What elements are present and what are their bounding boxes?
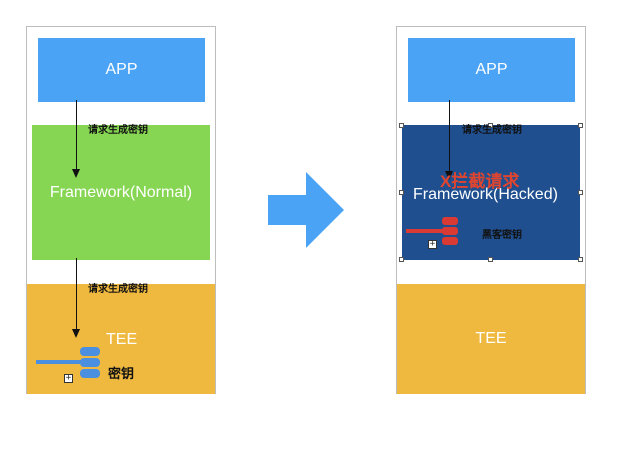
left-app-block: APP (38, 38, 205, 102)
right-app-block: APP (408, 38, 575, 102)
left-request-label-bottom: 请求生成密钥 (88, 284, 148, 295)
arrow-right-icon (268, 172, 344, 248)
right-tee-block: TEE (397, 284, 585, 394)
right-arrow-app-to-framework (449, 100, 450, 172)
intercept-label: X拦截请求 (440, 172, 520, 191)
selection-handle (399, 123, 404, 128)
selection-handle (578, 257, 583, 262)
left-arrowhead-2 (72, 329, 80, 338)
left-arrowhead-1 (72, 169, 80, 178)
selection-handle (399, 190, 404, 195)
right-arrowhead (445, 171, 453, 180)
right-framework-label: Framework(Hacked) (413, 186, 558, 203)
selection-handle (488, 123, 493, 128)
left-key-plus-icon: + (64, 373, 73, 383)
right-framework-block: Framework(Hacked) (402, 125, 580, 260)
key-icon (406, 217, 458, 245)
right-app-label: APP (475, 61, 508, 78)
selection-handle (488, 257, 493, 262)
selection-handle (399, 257, 404, 262)
left-app-label: APP (105, 61, 138, 78)
left-arrow-app-to-framework (76, 100, 77, 170)
left-tee-label: TEE (106, 331, 138, 348)
hacker-key-label: 黑客密钥 (482, 230, 522, 241)
key-icon (36, 347, 100, 378)
right-request-label-top: 请求生成密钥 (462, 125, 522, 136)
left-framework-block: Framework(Normal) (32, 125, 210, 260)
left-framework-label: Framework(Normal) (49, 183, 193, 201)
selection-handle (578, 123, 583, 128)
left-arrow-framework-to-tee (76, 258, 77, 330)
right-tee-label: TEE (475, 330, 507, 347)
right-key-plus-icon: + (428, 239, 437, 249)
left-request-label-top: 请求生成密钥 (88, 125, 148, 136)
left-key-label: 密钥 (108, 366, 135, 381)
left-tee-block: TEE (27, 284, 215, 394)
selection-handle (578, 190, 583, 195)
